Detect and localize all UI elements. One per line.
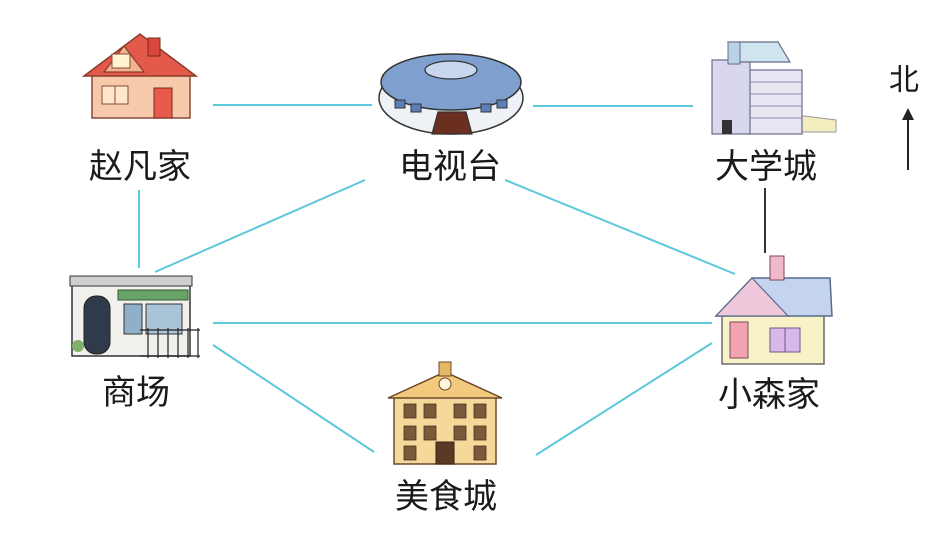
label-tv-station: 电视台 [399,147,501,187]
north-arrow-icon [902,108,914,170]
route-tv-xiaosen [504,179,736,275]
xiaosen-house-icon [714,255,833,365]
zhaofan-house-icon [81,33,199,119]
tv-station-icon [378,53,524,135]
label-university-town: 大学城 [715,147,817,187]
label-north: 北 [889,63,919,98]
routes [138,104,736,456]
route-tv-mall [154,179,366,273]
label-zhaofan-home: 赵凡家 [89,147,191,187]
label-xiaosen-home: 小森家 [718,375,820,415]
university-building-icon [711,41,837,135]
route-mall-food [212,344,375,453]
route-xiaosen-food [535,342,713,456]
mall-storefront-icon [69,275,200,358]
label-food-city: 美食城 [395,477,497,517]
label-mall: 商场 [102,373,170,413]
food-city-building-icon [387,361,503,465]
